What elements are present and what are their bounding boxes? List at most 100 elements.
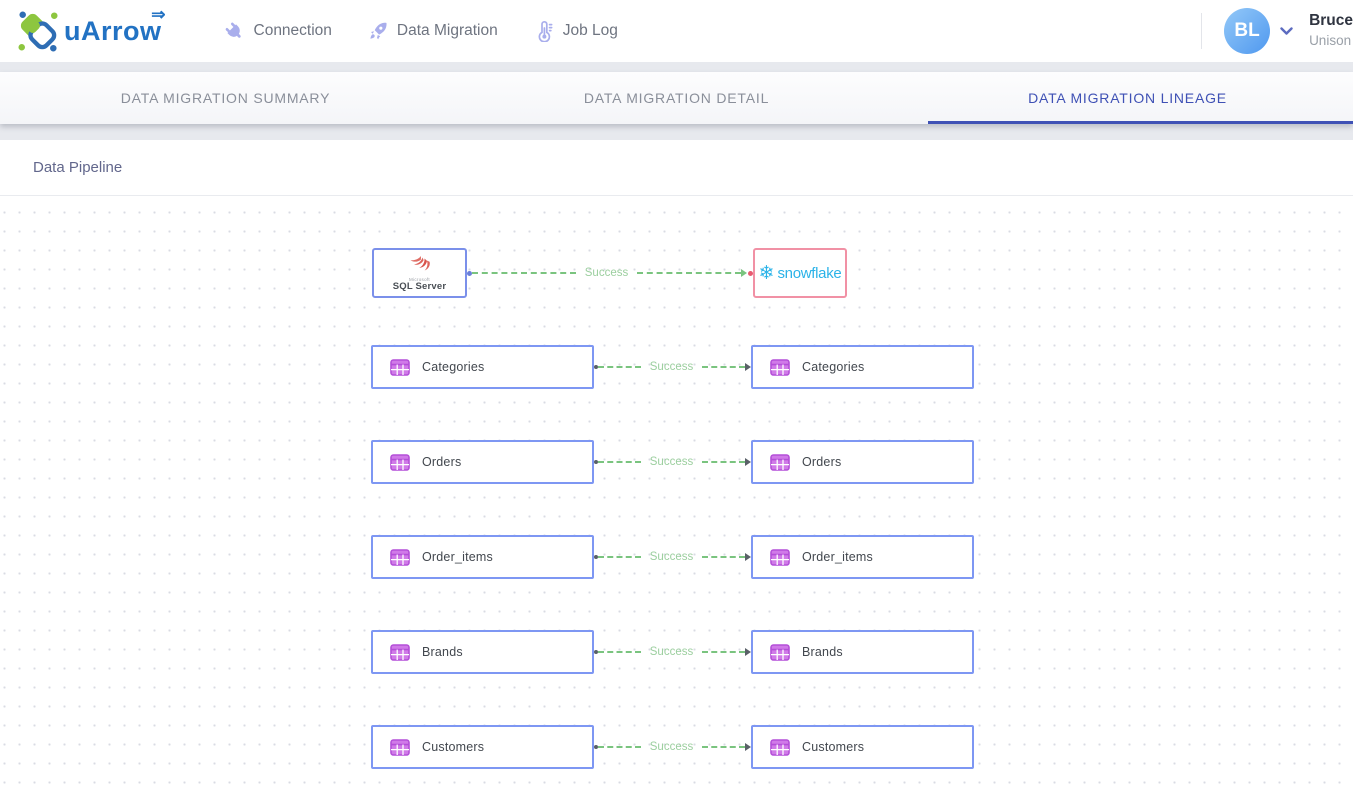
edge-arrow-icon xyxy=(745,648,751,656)
edge-arrow-icon xyxy=(745,458,751,466)
sql-server-logo-icon xyxy=(400,255,440,277)
table-icon xyxy=(390,453,410,471)
edge-dash xyxy=(702,746,745,748)
uarrow-logo-icon xyxy=(16,8,60,54)
tab-data-migration-detail[interactable]: DATA MIGRATION DETAIL xyxy=(451,72,902,124)
target-system-node[interactable]: ❄ snowflake xyxy=(753,248,847,298)
table-edge: Success xyxy=(594,741,751,753)
app-logo[interactable]: uArrow ⇒ xyxy=(16,4,166,54)
edge-status-label: Success xyxy=(649,646,694,658)
edge-source-handle[interactable] xyxy=(594,555,598,559)
nav-item-connection[interactable]: Connection xyxy=(224,20,332,42)
target-table-node[interactable]: Customers xyxy=(751,725,974,769)
table-edge: Success xyxy=(594,456,751,468)
target-table-node[interactable]: Order_items xyxy=(751,535,974,579)
edge-source-handle[interactable] xyxy=(594,650,598,654)
source-table-label: Customers xyxy=(422,740,485,754)
table-icon xyxy=(390,738,410,756)
tabs-gap-band xyxy=(0,124,1353,140)
nav-label: Data Migration xyxy=(396,22,498,39)
header-gap-band xyxy=(0,62,1353,72)
chevron-down-icon[interactable] xyxy=(1280,26,1293,36)
tab-label: DATA MIGRATION DETAIL xyxy=(583,90,770,106)
user-name: Bruce xyxy=(1309,12,1353,30)
source-table-node[interactable]: Orders xyxy=(371,440,594,484)
source-table-node[interactable]: Categories xyxy=(371,345,594,389)
table-edge: Success xyxy=(594,361,751,373)
source-table-label: Orders xyxy=(422,455,462,469)
source-table-node[interactable]: Brands xyxy=(371,630,594,674)
edge-status-label: Success xyxy=(649,741,694,753)
source-table-label: Order_items xyxy=(422,550,493,564)
edge-status-label: Success xyxy=(649,456,694,468)
snowflake-logo-text: snowflake xyxy=(777,264,842,282)
tab-label: DATA MIGRATION SUMMARY xyxy=(120,90,331,106)
edge-arrow-icon xyxy=(745,743,751,751)
edge-source-handle[interactable] xyxy=(594,745,598,749)
main-nav: Connection Data Migration xyxy=(224,20,618,42)
lineage-canvas[interactable]: Microsoft SQL Server Success ❄ snowflake xyxy=(0,196,1353,795)
edge-dash xyxy=(598,651,641,653)
edge-arrow-icon xyxy=(745,363,751,371)
system-edge: Success xyxy=(467,267,753,279)
target-table-label: Orders xyxy=(802,455,842,469)
target-table-node[interactable]: Orders xyxy=(751,440,974,484)
system-edge-row: Microsoft SQL Server Success ❄ snowflake xyxy=(372,248,847,298)
table-icon xyxy=(770,643,790,661)
rocket-icon xyxy=(368,21,388,41)
table-edge-row: Brands Success Brands xyxy=(371,630,974,674)
avatar-initials: BL xyxy=(1234,20,1260,41)
table-icon xyxy=(770,453,790,471)
plug-icon xyxy=(224,21,245,42)
header-divider xyxy=(1201,13,1203,49)
tab-data-migration-summary[interactable]: DATA MIGRATION SUMMARY xyxy=(0,72,451,124)
app-header: uArrow ⇒ Connection xyxy=(0,0,1353,62)
table-edge-row: Orders Success Orders xyxy=(371,440,974,484)
snowflake-logo-icon: ❄ xyxy=(758,262,775,284)
table-edge: Success xyxy=(594,551,751,563)
tab-data-migration-lineage[interactable]: DATA MIGRATION LINEAGE xyxy=(902,72,1353,124)
tab-label: DATA MIGRATION LINEAGE xyxy=(1028,90,1227,106)
edge-status-label: Success xyxy=(649,551,694,563)
table-icon xyxy=(390,358,410,376)
avatar[interactable]: BL xyxy=(1224,8,1271,54)
nav-item-job-log[interactable]: Job Log xyxy=(534,20,618,42)
target-table-node[interactable]: Brands xyxy=(751,630,974,674)
edge-status-label: Success xyxy=(649,361,694,373)
edge-dash xyxy=(598,366,641,368)
page-title: Data Pipeline xyxy=(33,159,123,176)
edge-dash xyxy=(598,461,641,463)
edge-target-handle[interactable] xyxy=(748,270,753,276)
nav-item-data-migration[interactable]: Data Migration xyxy=(368,20,498,42)
edge-arrow-icon xyxy=(745,553,751,561)
target-table-label: Order_items xyxy=(802,550,873,564)
edge-arrow-icon xyxy=(741,269,747,277)
table-icon xyxy=(390,548,410,566)
source-system-node[interactable]: Microsoft SQL Server xyxy=(372,248,467,298)
table-edge: Success xyxy=(594,646,751,658)
target-table-node[interactable]: Categories xyxy=(751,345,974,389)
edge-dash xyxy=(702,556,745,558)
logo-arrow-glyph: ⇒ xyxy=(151,4,166,24)
source-table-label: Brands xyxy=(422,645,463,659)
edge-dash xyxy=(472,272,576,274)
source-table-node[interactable]: Customers xyxy=(371,725,594,769)
edge-source-handle[interactable] xyxy=(594,460,598,464)
user-names: Bruce Unison xyxy=(1309,11,1353,50)
table-icon xyxy=(770,738,790,756)
table-edge-row: Order_items Success Order xyxy=(371,535,974,579)
target-table-label: Customers xyxy=(802,740,865,754)
user-area: BL Bruce Unison xyxy=(1201,8,1353,54)
logo-wordmark-text: uArrow xyxy=(64,15,162,46)
sql-server-logo-text: Microsoft SQL Server xyxy=(392,276,447,292)
target-table-label: Categories xyxy=(802,360,865,374)
thermometer-icon xyxy=(534,20,554,42)
edge-dash xyxy=(598,746,641,748)
edge-dash xyxy=(702,651,745,653)
edge-source-handle[interactable] xyxy=(594,365,598,369)
table-icon xyxy=(770,548,790,566)
nav-label: Connection xyxy=(253,22,332,39)
edge-source-handle[interactable] xyxy=(467,270,472,276)
source-table-node[interactable]: Order_items xyxy=(371,535,594,579)
tab-bar: DATA MIGRATION SUMMARY DATA MIGRATION DE… xyxy=(0,72,1353,124)
